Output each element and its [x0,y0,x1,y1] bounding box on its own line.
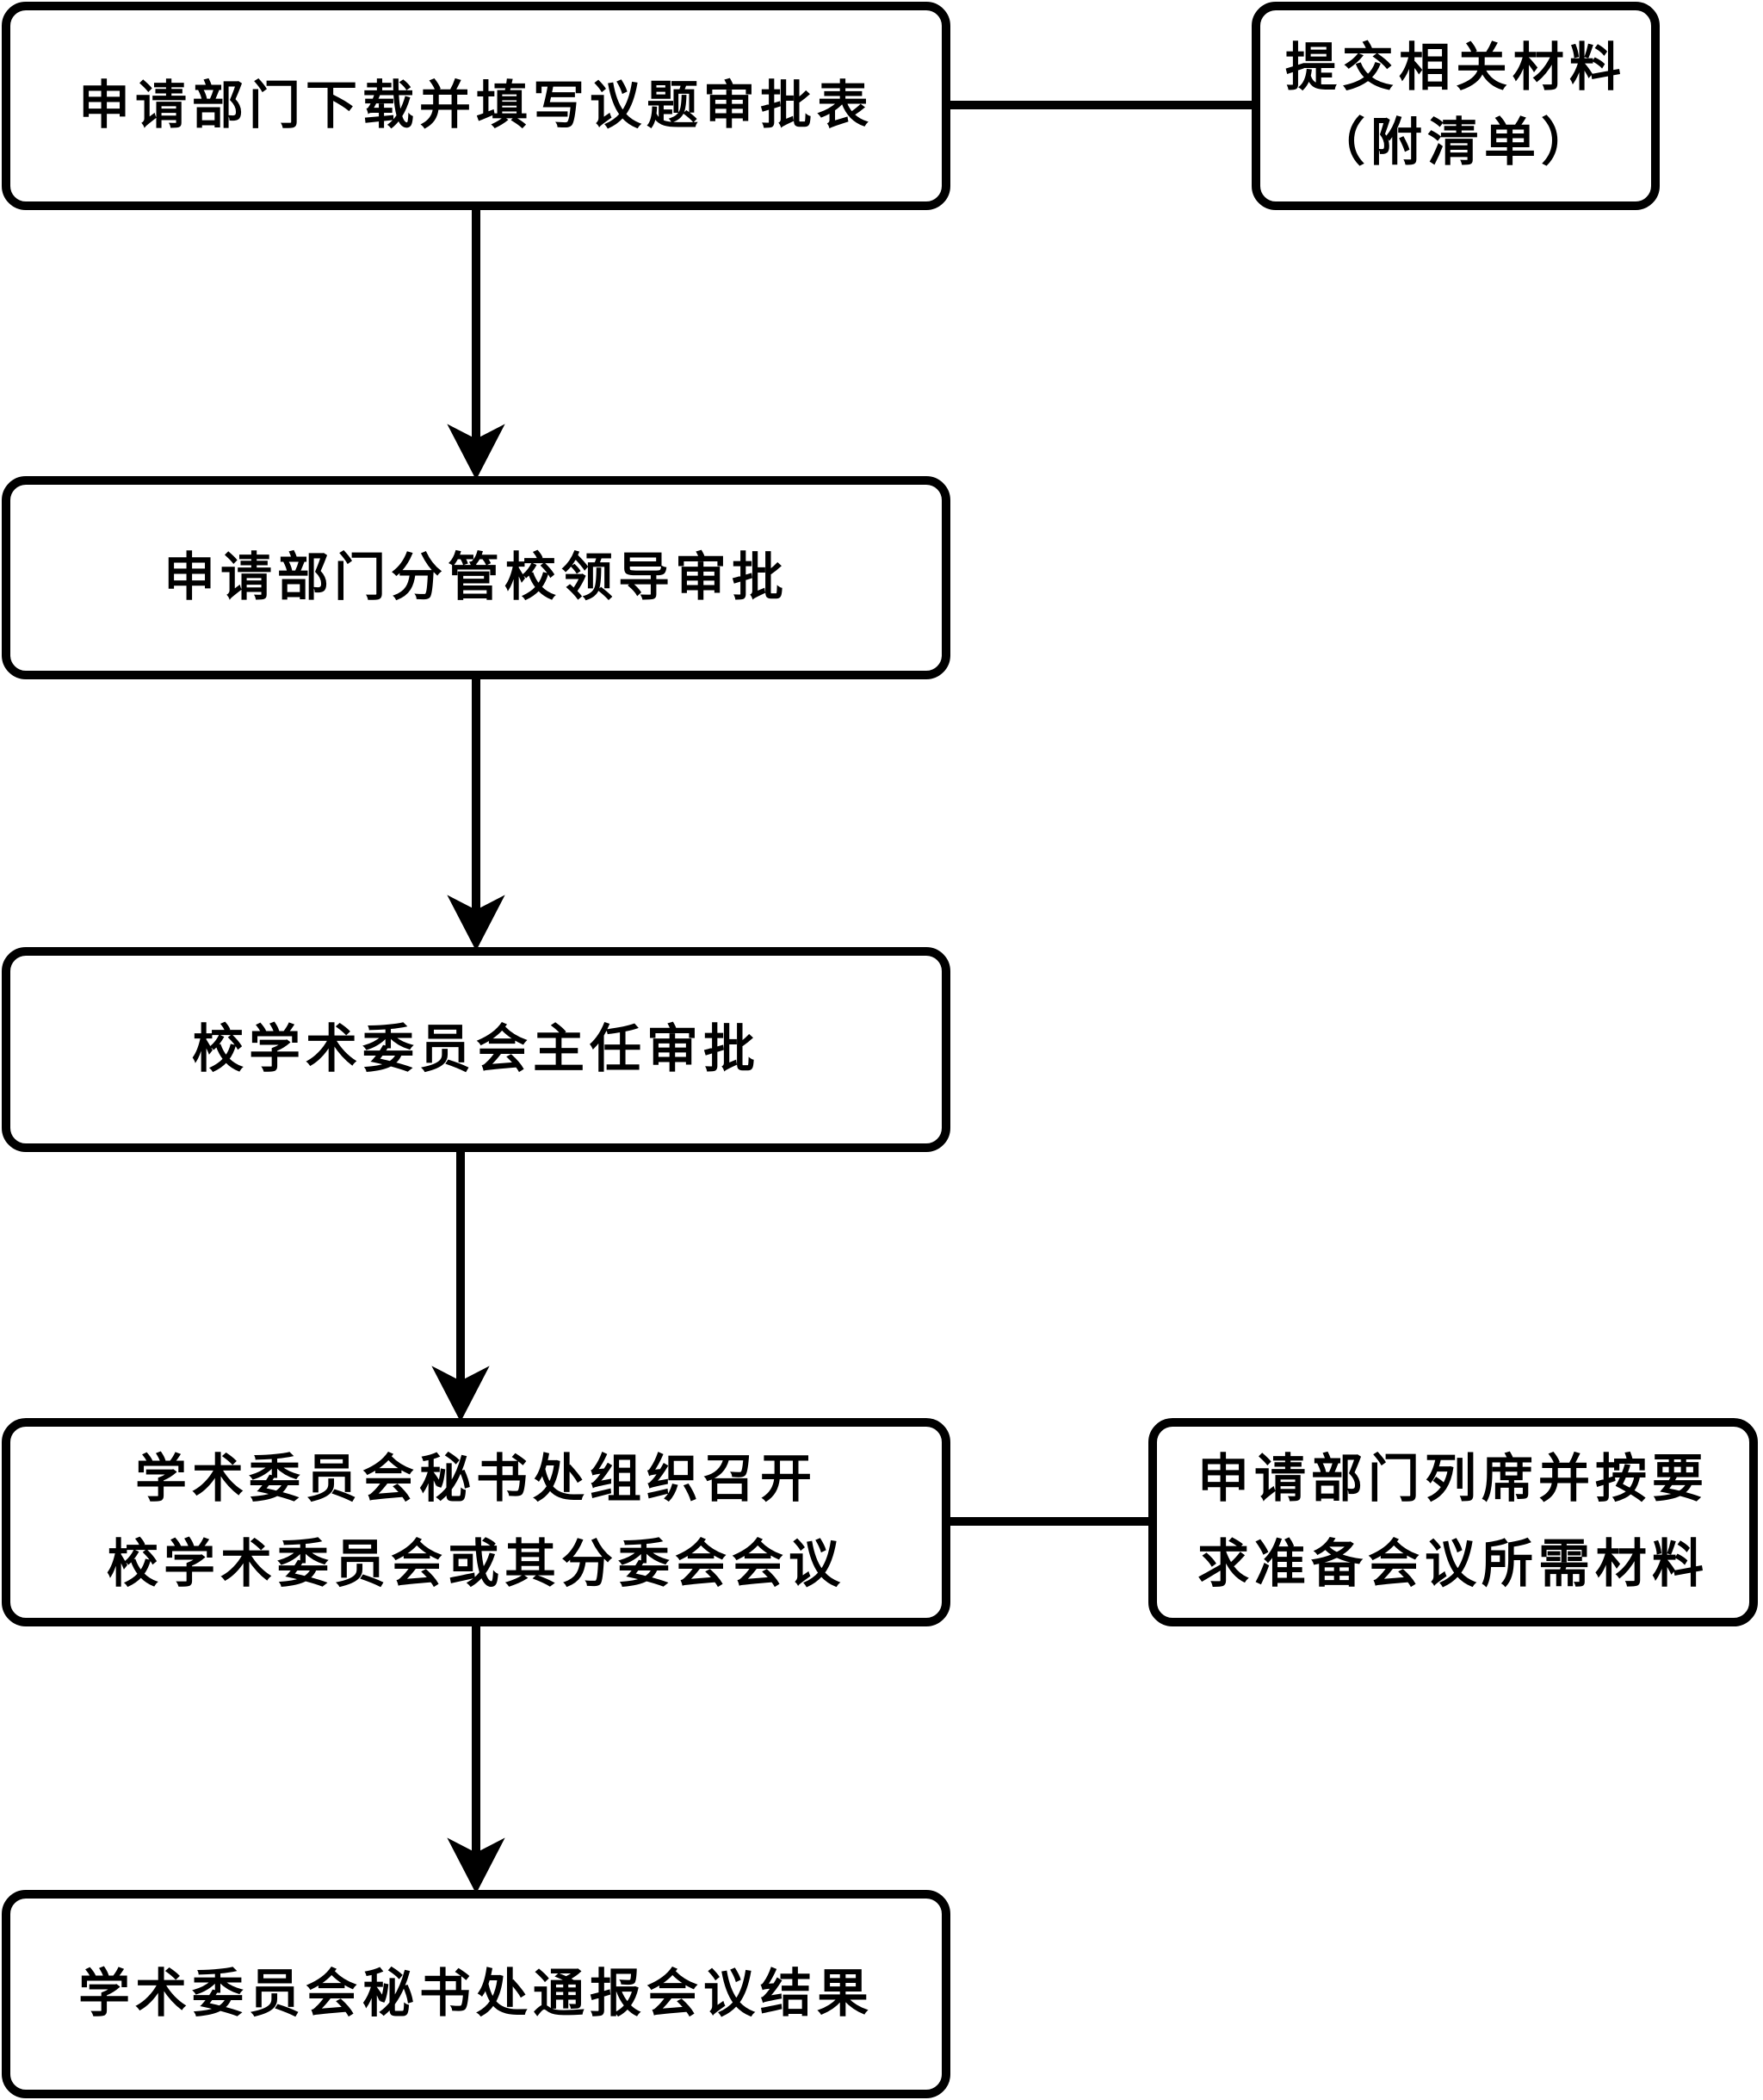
step-leader-approval: 申请部门分管校领导审批 [2,476,950,679]
step-label: 校学术委员会主任审批 [192,1019,760,1080]
arrowhead-4 [447,1837,505,1894]
arrowhead-1 [447,424,505,480]
arrowhead-2 [447,895,505,951]
note-label-line-2: 求准备会议所需材料 [1197,1534,1709,1595]
step-download-form: 申请部门下载并填写议题审批表 [2,2,950,210]
step-label-line-2: 校学术委员会或其分委会会议 [107,1534,845,1595]
note-submit-materials: 提交相关材料 （附清单） [1252,2,1660,210]
arrowhead-3 [431,1366,490,1422]
step-report-results: 学术委员会秘书处通报会议结果 [2,1890,950,2098]
step-label: 学术委员会秘书处通报会议结果 [78,1964,874,2024]
note-label-line-1: 提交相关材料 [1285,38,1626,98]
step-convene-meeting: 学术委员会秘书处组织召开 校学术委员会或其分委会会议 [2,1418,950,1626]
note-label-line-2: （附清单） [1314,113,1598,173]
step-label-line-1: 学术委员会秘书处组织召开 [135,1449,817,1509]
step-label: 申请部门下载并填写议题审批表 [78,76,874,136]
step-label: 申请部门分管校领导审批 [164,548,789,608]
note-label-line-1: 申请部门列席并按要 [1197,1449,1709,1509]
step-director-approval: 校学术委员会主任审批 [2,947,950,1152]
note-attend-prepare: 申请部门列席并按要 求准备会议所需材料 [1148,1418,1758,1626]
